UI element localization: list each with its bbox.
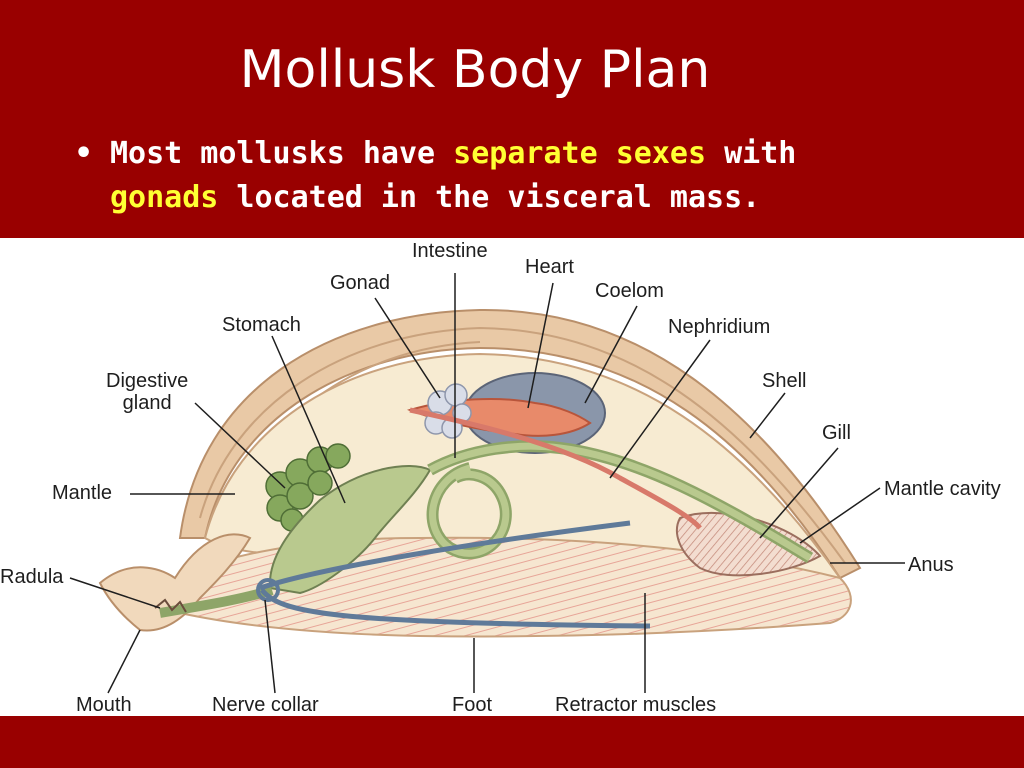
label-intestine: Intestine xyxy=(412,240,488,262)
bullet-text-part2: with xyxy=(706,136,797,171)
leader-lines xyxy=(69,273,905,694)
bullet-text: Most mollusks have separate sexes with g… xyxy=(110,132,960,220)
radula-shape xyxy=(154,598,187,613)
label-foot: Foot xyxy=(452,694,493,716)
slide-title: Mollusk Body Plan xyxy=(239,40,711,100)
label-stomach: Stomach xyxy=(222,314,301,336)
label-heart: Heart xyxy=(525,256,574,278)
highlight-gonads: gonads xyxy=(110,180,219,215)
bullet-symbol: • xyxy=(74,136,94,171)
label-mouth: Mouth xyxy=(76,694,132,716)
label-coelom: Coelom xyxy=(595,280,664,302)
nerve-collar-ring xyxy=(256,578,280,602)
intestine-loop-inner xyxy=(429,464,510,557)
stomach-shape xyxy=(268,464,432,595)
nephridium-shape xyxy=(409,407,702,530)
label-mantle: Mantle xyxy=(52,482,113,504)
label-anus: Anus xyxy=(908,554,954,576)
label-gonad: Gonad xyxy=(330,272,391,294)
label-retractor-muscles: Retractor muscles xyxy=(555,694,717,716)
mollusk-illustration xyxy=(69,273,905,694)
label-nephridium: Nephridium xyxy=(668,316,771,338)
intestine-shape-inner xyxy=(428,442,812,561)
bullet-text-part3: located in the visceral mass. xyxy=(218,180,761,215)
highlight-separate-sexes: separate sexes xyxy=(453,136,707,171)
label-nerve-collar: Nerve collar xyxy=(212,694,319,716)
head-shape xyxy=(98,533,252,632)
label-radula: Radula xyxy=(0,566,64,588)
label-shell: Shell xyxy=(762,370,807,392)
label-mantle-cavity: Mantle cavity xyxy=(884,478,1001,500)
mollusk-diagram: Intestine Heart Gonad Coelom Stomach Nep… xyxy=(0,238,1024,716)
label-gill: Gill xyxy=(822,422,851,444)
bullet-text-part1: Most mollusks have xyxy=(110,136,454,171)
